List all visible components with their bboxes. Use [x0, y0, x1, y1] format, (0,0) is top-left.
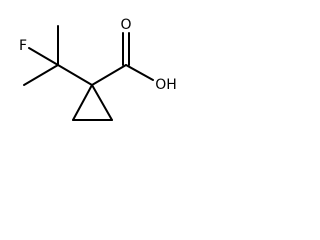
cyclopropane-bond-left [72, 84, 93, 121]
bond-quaternary-to-methyl-left [23, 64, 59, 86]
bond-carboxyl-to-hydroxyl [125, 64, 154, 81]
hydroxyl-label: OH [155, 77, 177, 93]
cyclopropane-bond-right [91, 84, 113, 121]
carbonyl-oxygen-label: O [120, 17, 131, 33]
fluorine-label: F [19, 38, 27, 54]
bond-quaternary-to-fluorine [28, 47, 59, 66]
bond-quaternary-to-ring [57, 64, 93, 86]
chemical-structure-diagram: F O OH [19, 17, 177, 121]
bond-ring-to-carboxyl [91, 64, 127, 86]
